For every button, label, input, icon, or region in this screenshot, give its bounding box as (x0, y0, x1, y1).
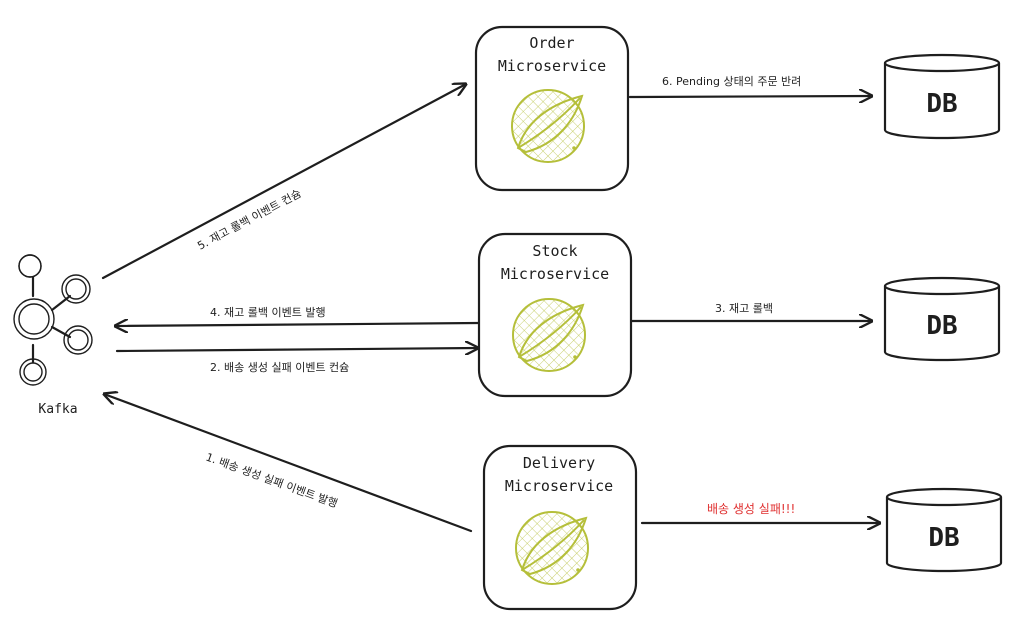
edge-label-step3: 3. 재고 롤백 (715, 302, 773, 315)
edge-label-step1: 1. 배송 생성 실패 이벤트 발행 (204, 451, 339, 511)
delivery-service-subtitle: Microservice (505, 477, 613, 495)
edge-kafka-to-stock (115, 348, 478, 351)
spring-leaf-icon (511, 89, 585, 163)
edge-label-step4: 4. 재고 롤백 이벤트 발행 (210, 306, 326, 319)
order-service-title: Order (529, 34, 574, 52)
edge-delivery-to-kafka (104, 394, 473, 533)
edge-label-step2: 2. 배송 생성 실패 이벤트 컨슘 (210, 361, 349, 374)
kafka-node: Kafka (13, 254, 93, 417)
edge-label-step6: 6. Pending 상태의 주문 반려 (662, 75, 801, 88)
order-microservice: Order Microservice (474, 25, 630, 192)
delivery-service-title: Delivery (523, 454, 595, 472)
edge-order-to-db (628, 96, 872, 97)
kafka-label: Kafka (38, 402, 77, 417)
order-service-subtitle: Microservice (498, 57, 606, 75)
stock-service-title: Stock (532, 242, 577, 260)
stock-microservice: Stock Microservice (477, 232, 633, 398)
spring-leaf-icon (515, 511, 589, 585)
stock-database: DB (883, 276, 1001, 362)
stock-service-subtitle: Microservice (501, 265, 609, 283)
kafka-icon (13, 254, 93, 386)
edge-kafka-to-order (101, 84, 466, 280)
order-db-label: DB (926, 89, 957, 119)
order-database: DB (883, 53, 1001, 140)
edge-label-failure: 배송 생성 실패!!! (707, 502, 795, 516)
delivery-db-label: DB (928, 523, 959, 553)
stock-db-label: DB (926, 311, 957, 341)
spring-leaf-icon (512, 298, 586, 372)
delivery-microservice: Delivery Microservice (482, 444, 638, 611)
edge-stock-to-kafka (115, 323, 480, 326)
delivery-database: DB (885, 487, 1003, 573)
